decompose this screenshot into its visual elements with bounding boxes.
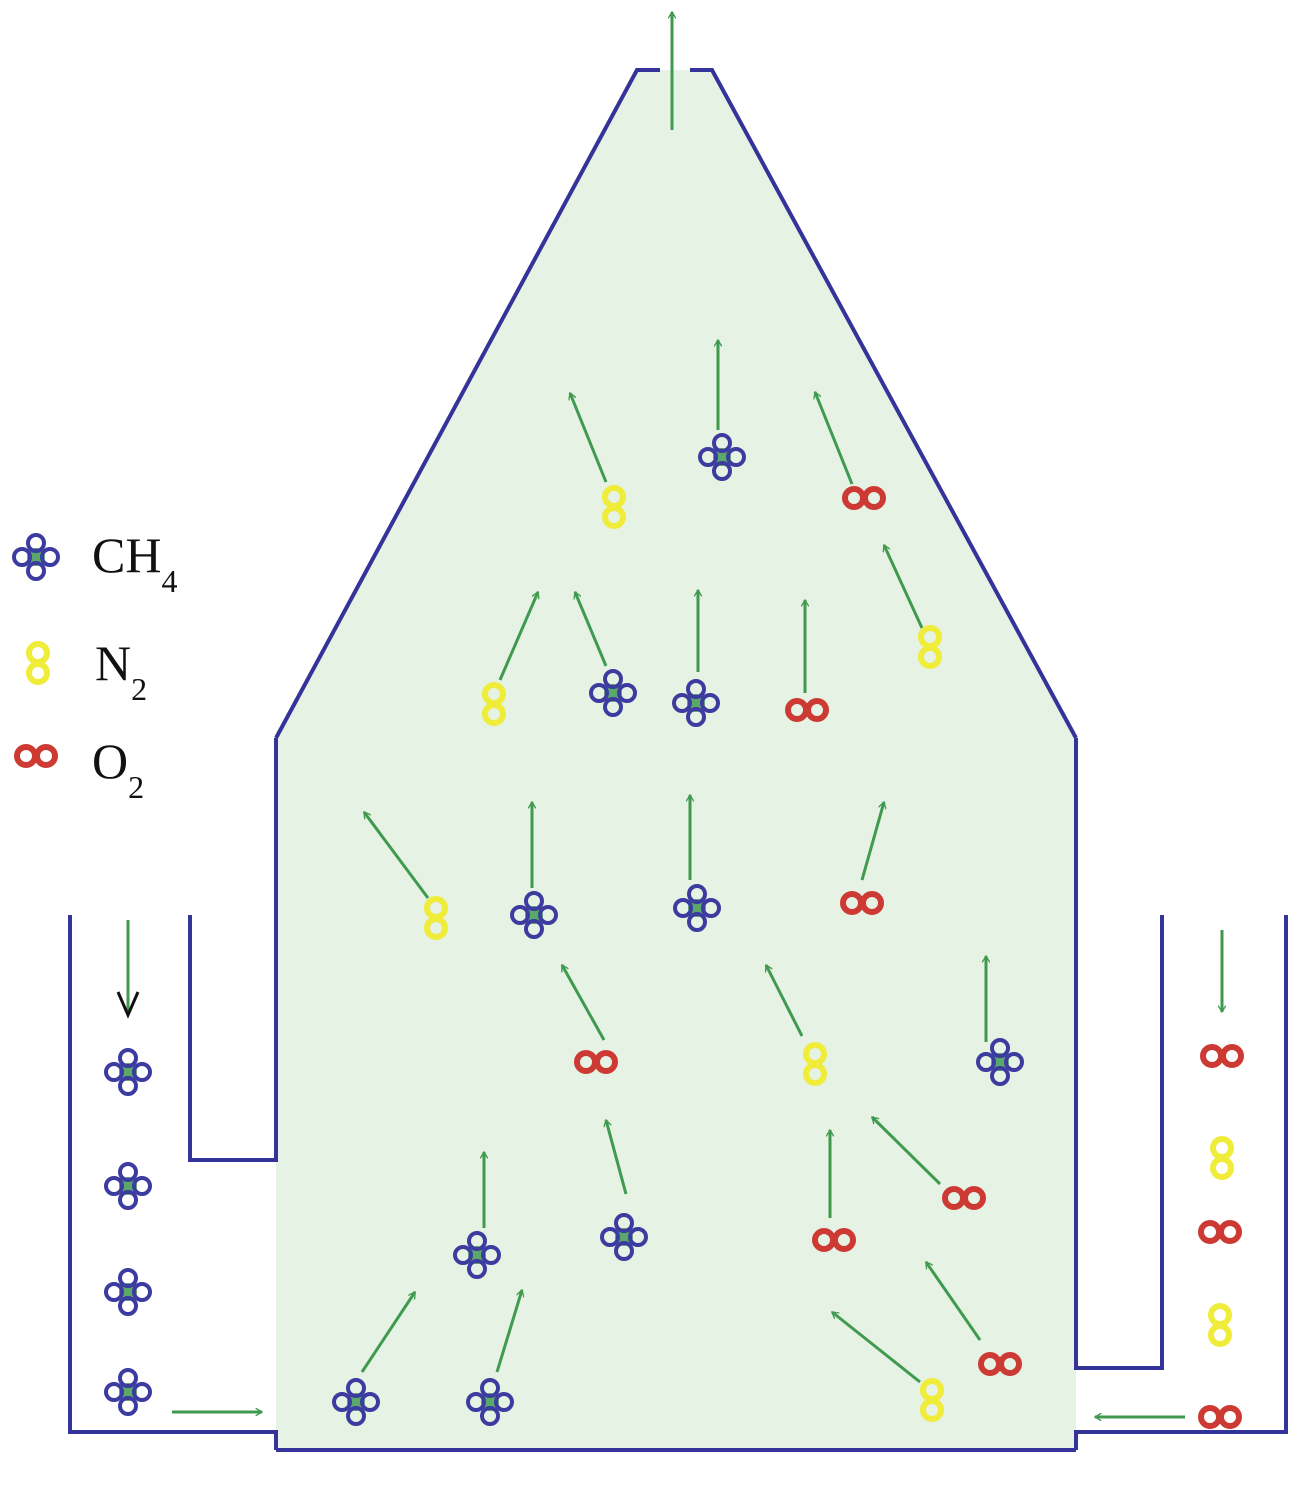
flow-arrow — [870, 1115, 942, 1186]
flow-arrow — [570, 393, 608, 483]
chamber-body — [276, 70, 1076, 1375]
legend-label-n2-sub: 2 — [131, 671, 147, 707]
chamber-molecule-n2 — [918, 625, 942, 669]
chamber-molecule-ch4 — [466, 1378, 514, 1426]
legend-molecule-n2 — [26, 641, 50, 685]
flow-arrow — [884, 545, 924, 629]
chamber-molecule-o2 — [840, 891, 884, 915]
legend-label-o2-sub: 2 — [128, 769, 144, 805]
chamber-molecule-ch4 — [589, 669, 637, 717]
chamber-inlet-gap — [276, 1375, 1076, 1450]
left-inlet-duct-wall — [68, 738, 278, 1450]
chamber-molecule-o2 — [812, 1228, 856, 1252]
flow-arrow — [924, 1262, 982, 1341]
right-inlet-molecule-o2 — [1198, 1405, 1242, 1429]
right-inlet-molecule-n2 — [1208, 1303, 1232, 1347]
legend-label-ch4: CH4 — [92, 527, 177, 599]
flow-arrow — [498, 592, 538, 681]
legend-label-ch4-sub: 4 — [161, 563, 177, 599]
flow-arrows — [360, 340, 986, 1384]
chamber-molecule-ch4 — [673, 884, 721, 932]
right-inlet-molecule-o2 — [1198, 1220, 1242, 1244]
flow-arrow — [495, 1290, 522, 1373]
chamber-molecule-ch4 — [600, 1213, 648, 1261]
chamber-molecule-ch4 — [510, 891, 558, 939]
chamber-molecule-n2 — [920, 1378, 944, 1422]
legend-label-n2: N2 — [95, 635, 147, 707]
right-inlet-molecule-o2 — [1200, 1044, 1244, 1068]
right-inlet-duct-wall — [1074, 738, 1288, 1450]
chamber-molecule-o2 — [942, 1186, 986, 1210]
left-inlet-molecule-ch4 — [104, 1368, 152, 1416]
left-inlet-down-arrow-tip — [116, 991, 140, 1019]
flow-arrow — [560, 965, 606, 1041]
chamber-roof-wall — [274, 68, 1078, 739]
flow-arrow — [575, 592, 608, 667]
chamber-molecule-ch4 — [332, 1378, 380, 1426]
legend-label-n2-main: N — [95, 635, 131, 691]
flow-arrow — [360, 1292, 417, 1373]
chamber-molecule-o2 — [978, 1352, 1022, 1376]
flow-arrow — [860, 802, 884, 881]
chamber-molecule-ch4 — [698, 433, 746, 481]
chamber-molecule-ch4 — [672, 679, 720, 727]
chamber-molecule-ch4 — [976, 1038, 1024, 1086]
legend-label-o2-main: O — [92, 733, 128, 789]
chamber-molecule-n2 — [424, 896, 448, 940]
chamber-molecule-o2 — [574, 1050, 618, 1074]
flow-arrow — [606, 1120, 628, 1195]
legend: CH4 N2 O2 — [92, 527, 177, 805]
chamber-molecule-n2 — [482, 682, 506, 726]
right-inlet-molecule-n2 — [1210, 1136, 1234, 1180]
flow-arrow — [362, 812, 430, 899]
flow-arrow — [832, 1310, 921, 1384]
left-inlet-molecule-ch4 — [104, 1162, 152, 1210]
chamber-molecule-o2 — [785, 698, 829, 722]
chamber-molecule-n2 — [602, 485, 626, 529]
flow-arrow — [815, 392, 854, 485]
left-inlet-molecule-ch4 — [104, 1268, 152, 1316]
flow-arrow — [764, 965, 804, 1037]
molecules — [12, 433, 1244, 1429]
legend-molecule-o2 — [14, 744, 58, 768]
legend-label-o2: O2 — [92, 733, 144, 805]
legend-molecule-ch4 — [12, 533, 60, 581]
chamber-molecule-n2 — [803, 1042, 827, 1086]
legend-label-ch4-main: CH — [92, 527, 161, 583]
chamber-molecule-ch4 — [453, 1231, 501, 1279]
left-inlet-molecule-ch4 — [104, 1048, 152, 1096]
chamber-molecule-o2 — [842, 486, 886, 510]
